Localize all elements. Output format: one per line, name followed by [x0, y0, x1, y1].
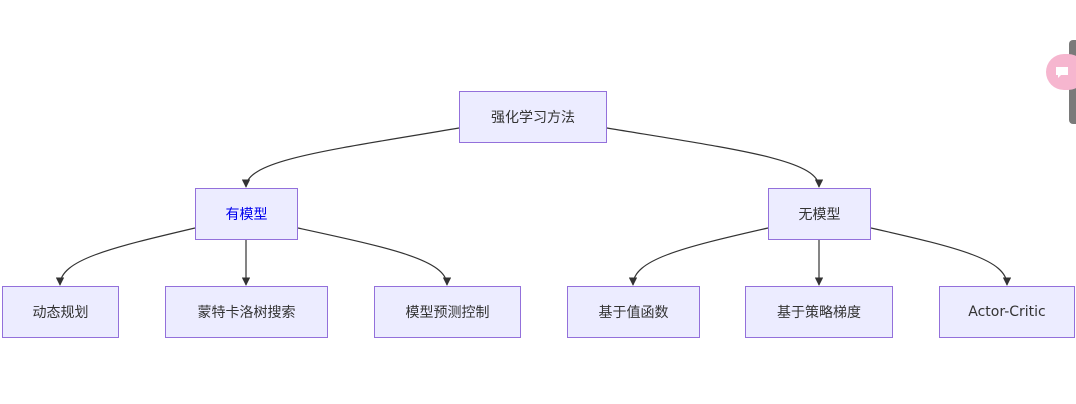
- edge-free-to-value: [628, 227, 769, 286]
- node-model-based[interactable]: 有模型: [195, 188, 298, 240]
- node-model-free: 无模型: [768, 188, 871, 240]
- node-dynamic-programming: 动态规划: [2, 286, 119, 338]
- chat-bubble-icon[interactable]: [1046, 54, 1076, 90]
- edge-model-to-dp: [55, 227, 196, 286]
- edge-root-to-model: [241, 127, 460, 188]
- node-root: 强化学习方法: [459, 91, 607, 143]
- edge-model-to-mpc: [297, 227, 452, 286]
- node-mpc: 模型预测控制: [374, 286, 521, 338]
- node-actor-critic: Actor-Critic: [939, 286, 1075, 338]
- node-mcts: 蒙特卡洛树搜索: [165, 286, 328, 338]
- chat-bubble-glyph: [1056, 67, 1068, 78]
- node-policy-gradient: 基于策略梯度: [745, 286, 893, 338]
- node-value-based: 基于值函数: [567, 286, 700, 338]
- edge-root-to-free: [606, 127, 824, 188]
- edge-free-to-ac: [870, 227, 1012, 286]
